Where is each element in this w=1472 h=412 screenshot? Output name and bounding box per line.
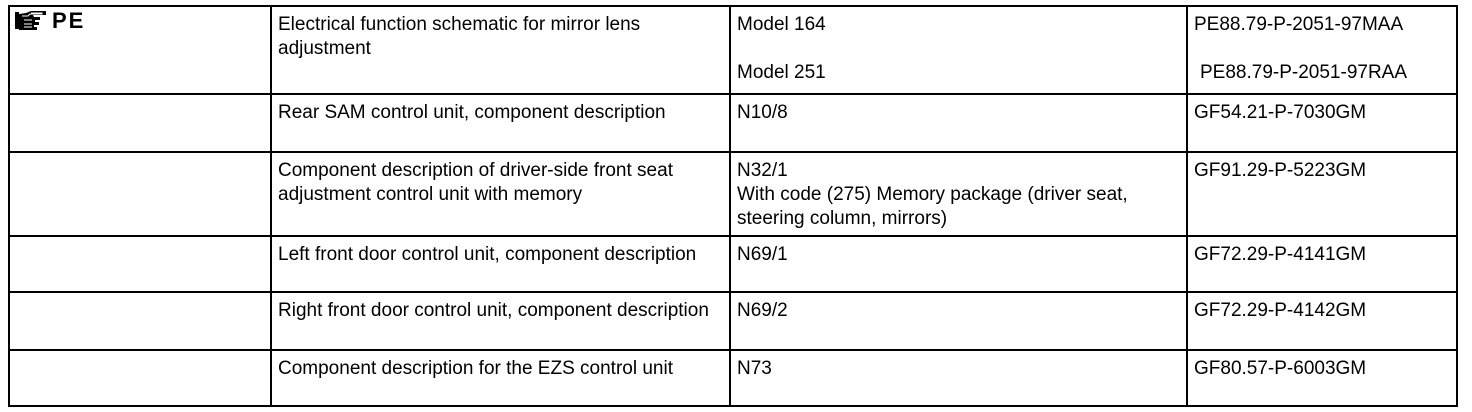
designation-text: N69/2 xyxy=(737,300,788,321)
designation-note: With code (275) Memory package (driver s… xyxy=(737,184,1128,229)
document-cell: PE88.79-P-2051-97MAA PE88.79-P-2051-97RA… xyxy=(1186,5,1458,95)
designation-cell: N69/1 xyxy=(729,235,1188,293)
empty-cell xyxy=(8,235,272,293)
document-link[interactable]: GF54.21-P-7030GM xyxy=(1194,102,1367,123)
empty-cell xyxy=(8,151,272,237)
document-link[interactable]: GF72.29-P-4141GM xyxy=(1194,244,1367,265)
empty-cell xyxy=(8,291,272,351)
designation-cell: Model 164 Model 251 xyxy=(729,5,1188,95)
description-cell: Component description of driver-side fro… xyxy=(270,151,731,237)
designation-cell: N10/8 xyxy=(729,93,1188,153)
empty-cell xyxy=(8,93,272,153)
designation-text: Model 164 xyxy=(737,14,826,35)
table-row: Rear SAM control unit, component descrip… xyxy=(8,93,1458,153)
designation-text: Model 251 xyxy=(737,62,826,83)
document-link[interactable]: GF80.57-P-6003GM xyxy=(1194,358,1367,379)
empty-cell xyxy=(8,349,272,407)
document-link[interactable]: PE88.79-P-2051-97MAA xyxy=(1194,14,1404,35)
designation-text: N73 xyxy=(737,358,772,379)
document-cell: GF91.29-P-5223GM xyxy=(1186,151,1458,237)
table-row: Right front door control unit, component… xyxy=(8,291,1458,351)
document-link[interactable]: PE88.79-P-2051-97RAA xyxy=(1200,62,1408,83)
description-cell: Right front door control unit, component… xyxy=(270,291,731,351)
designation-cell: N73 xyxy=(729,349,1188,407)
description-text: Component description of driver-side fro… xyxy=(278,160,673,205)
table-row: PE Electrical function schematic for mir… xyxy=(8,5,1458,95)
reference-table: PE Electrical function schematic for mir… xyxy=(8,5,1458,407)
pe-header-cell: PE xyxy=(8,5,272,95)
description-text: Right front door control unit, component… xyxy=(278,300,709,321)
designation-text: N69/1 xyxy=(737,244,788,265)
description-cell: Electrical function schematic for mirror… xyxy=(270,5,731,95)
description-text: Rear SAM control unit, component descrip… xyxy=(278,102,666,123)
designation-text: N10/8 xyxy=(737,102,788,123)
designation-cell: N32/1 With code (275) Memory package (dr… xyxy=(729,151,1188,237)
table-row: Component description of driver-side fro… xyxy=(8,151,1458,237)
description-cell: Left front door control unit, component … xyxy=(270,235,731,293)
description-cell: Component description for the EZS contro… xyxy=(270,349,731,407)
document-link[interactable]: GF91.29-P-5223GM xyxy=(1194,160,1367,181)
pointing-hand-icon xyxy=(14,10,48,32)
description-cell: Rear SAM control unit, component descrip… xyxy=(270,93,731,153)
table-row: Left front door control unit, component … xyxy=(8,235,1458,293)
document-link[interactable]: GF72.29-P-4142GM xyxy=(1194,300,1367,321)
table-row: Component description for the EZS contro… xyxy=(8,349,1458,407)
designation-cell: N69/2 xyxy=(729,291,1188,351)
description-text: Left front door control unit, component … xyxy=(278,244,697,265)
document-cell: GF72.29-P-4141GM xyxy=(1186,235,1458,293)
description-text: Component description for the EZS contro… xyxy=(278,358,673,379)
document-cell: GF54.21-P-7030GM xyxy=(1186,93,1458,153)
description-text: Electrical function schematic for mirror… xyxy=(278,14,641,59)
document-cell: GF72.29-P-4142GM xyxy=(1186,291,1458,351)
pe-label: PE xyxy=(52,8,86,33)
designation-text: N32/1 xyxy=(737,160,788,181)
document-cell: GF80.57-P-6003GM xyxy=(1186,349,1458,407)
